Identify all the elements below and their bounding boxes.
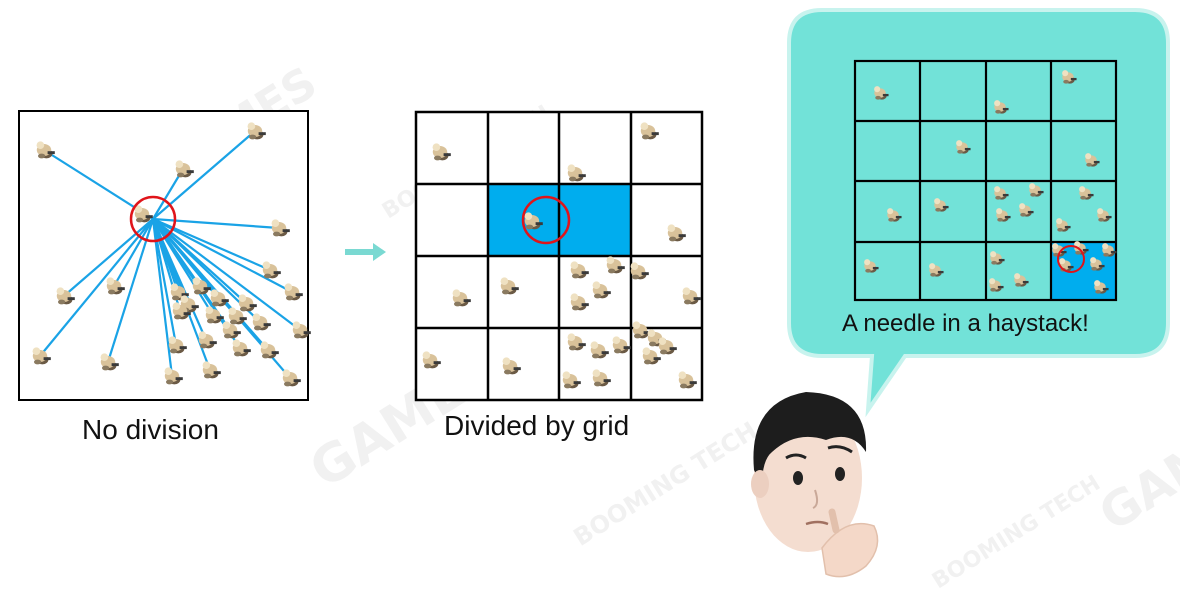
query-line	[152, 168, 184, 220]
grid-lines	[414, 110, 704, 402]
no-division-panel	[18, 110, 311, 401]
query-line	[63, 218, 154, 297]
query-line	[152, 218, 293, 293]
thinking-boy-avatar	[751, 392, 879, 578]
query-line	[113, 218, 154, 287]
query-circle	[521, 195, 571, 245]
bubble-caption: A needle in a haystack!	[842, 310, 1089, 337]
query-line	[152, 218, 301, 331]
grid-lines	[853, 59, 1118, 302]
speech-bubble	[787, 8, 1170, 418]
grid-panel	[414, 110, 704, 402]
grid-caption: Divided by grid	[444, 410, 630, 441]
query-circle	[1057, 245, 1085, 273]
query-line	[151, 218, 174, 377]
query-circle	[129, 195, 177, 243]
query-line	[39, 218, 154, 357]
no-division-caption: No division	[82, 414, 219, 445]
right-arrow-icon	[345, 243, 386, 261]
query-line	[106, 218, 155, 363]
